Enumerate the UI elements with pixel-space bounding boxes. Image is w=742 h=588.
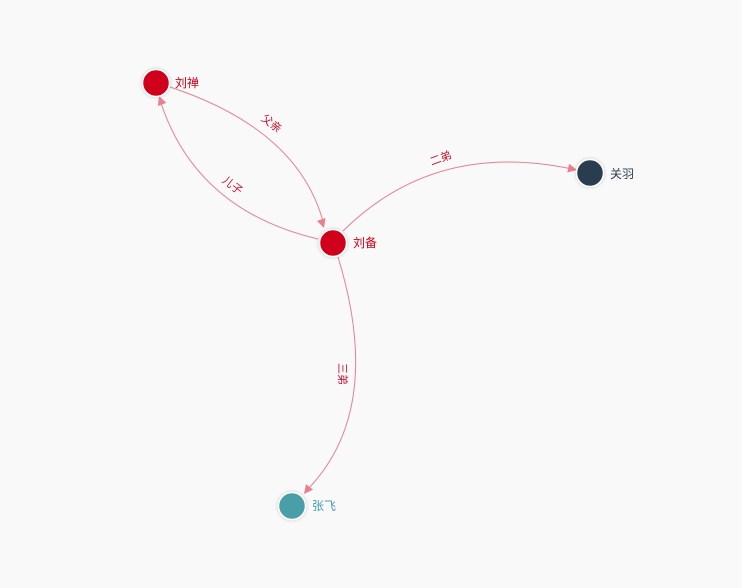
node-label-zhangfei: 张飞 <box>312 499 336 513</box>
edges-layer: 父亲 儿子 二弟 三弟 <box>157 86 578 497</box>
node-liubei[interactable]: 刘备 <box>318 228 378 258</box>
node-label-liushan: 刘禅 <box>175 76 199 90</box>
edge-liubei-to-guanyu[interactable]: 二弟 <box>342 149 578 232</box>
node-guanyu[interactable]: 关羽 <box>575 158 635 188</box>
edge-liushan-to-liubei[interactable]: 父亲 <box>169 86 328 229</box>
edge-label-son: 儿子 <box>220 174 245 198</box>
edge-label-father: 父亲 <box>259 111 285 135</box>
nodes-layer: 刘禅 刘备 关羽 张飞 <box>141 68 635 521</box>
node-label-liubei: 刘备 <box>353 236 377 250</box>
edge-label-third-brother: 三弟 <box>336 363 349 385</box>
node-label-guanyu: 关羽 <box>610 167 634 181</box>
node-liushan[interactable]: 刘禅 <box>141 68 200 98</box>
edge-liubei-to-zhangfei[interactable]: 三弟 <box>300 256 357 497</box>
edge-label-second-brother: 二弟 <box>428 149 453 169</box>
node-zhangfei[interactable]: 张飞 <box>277 491 337 521</box>
